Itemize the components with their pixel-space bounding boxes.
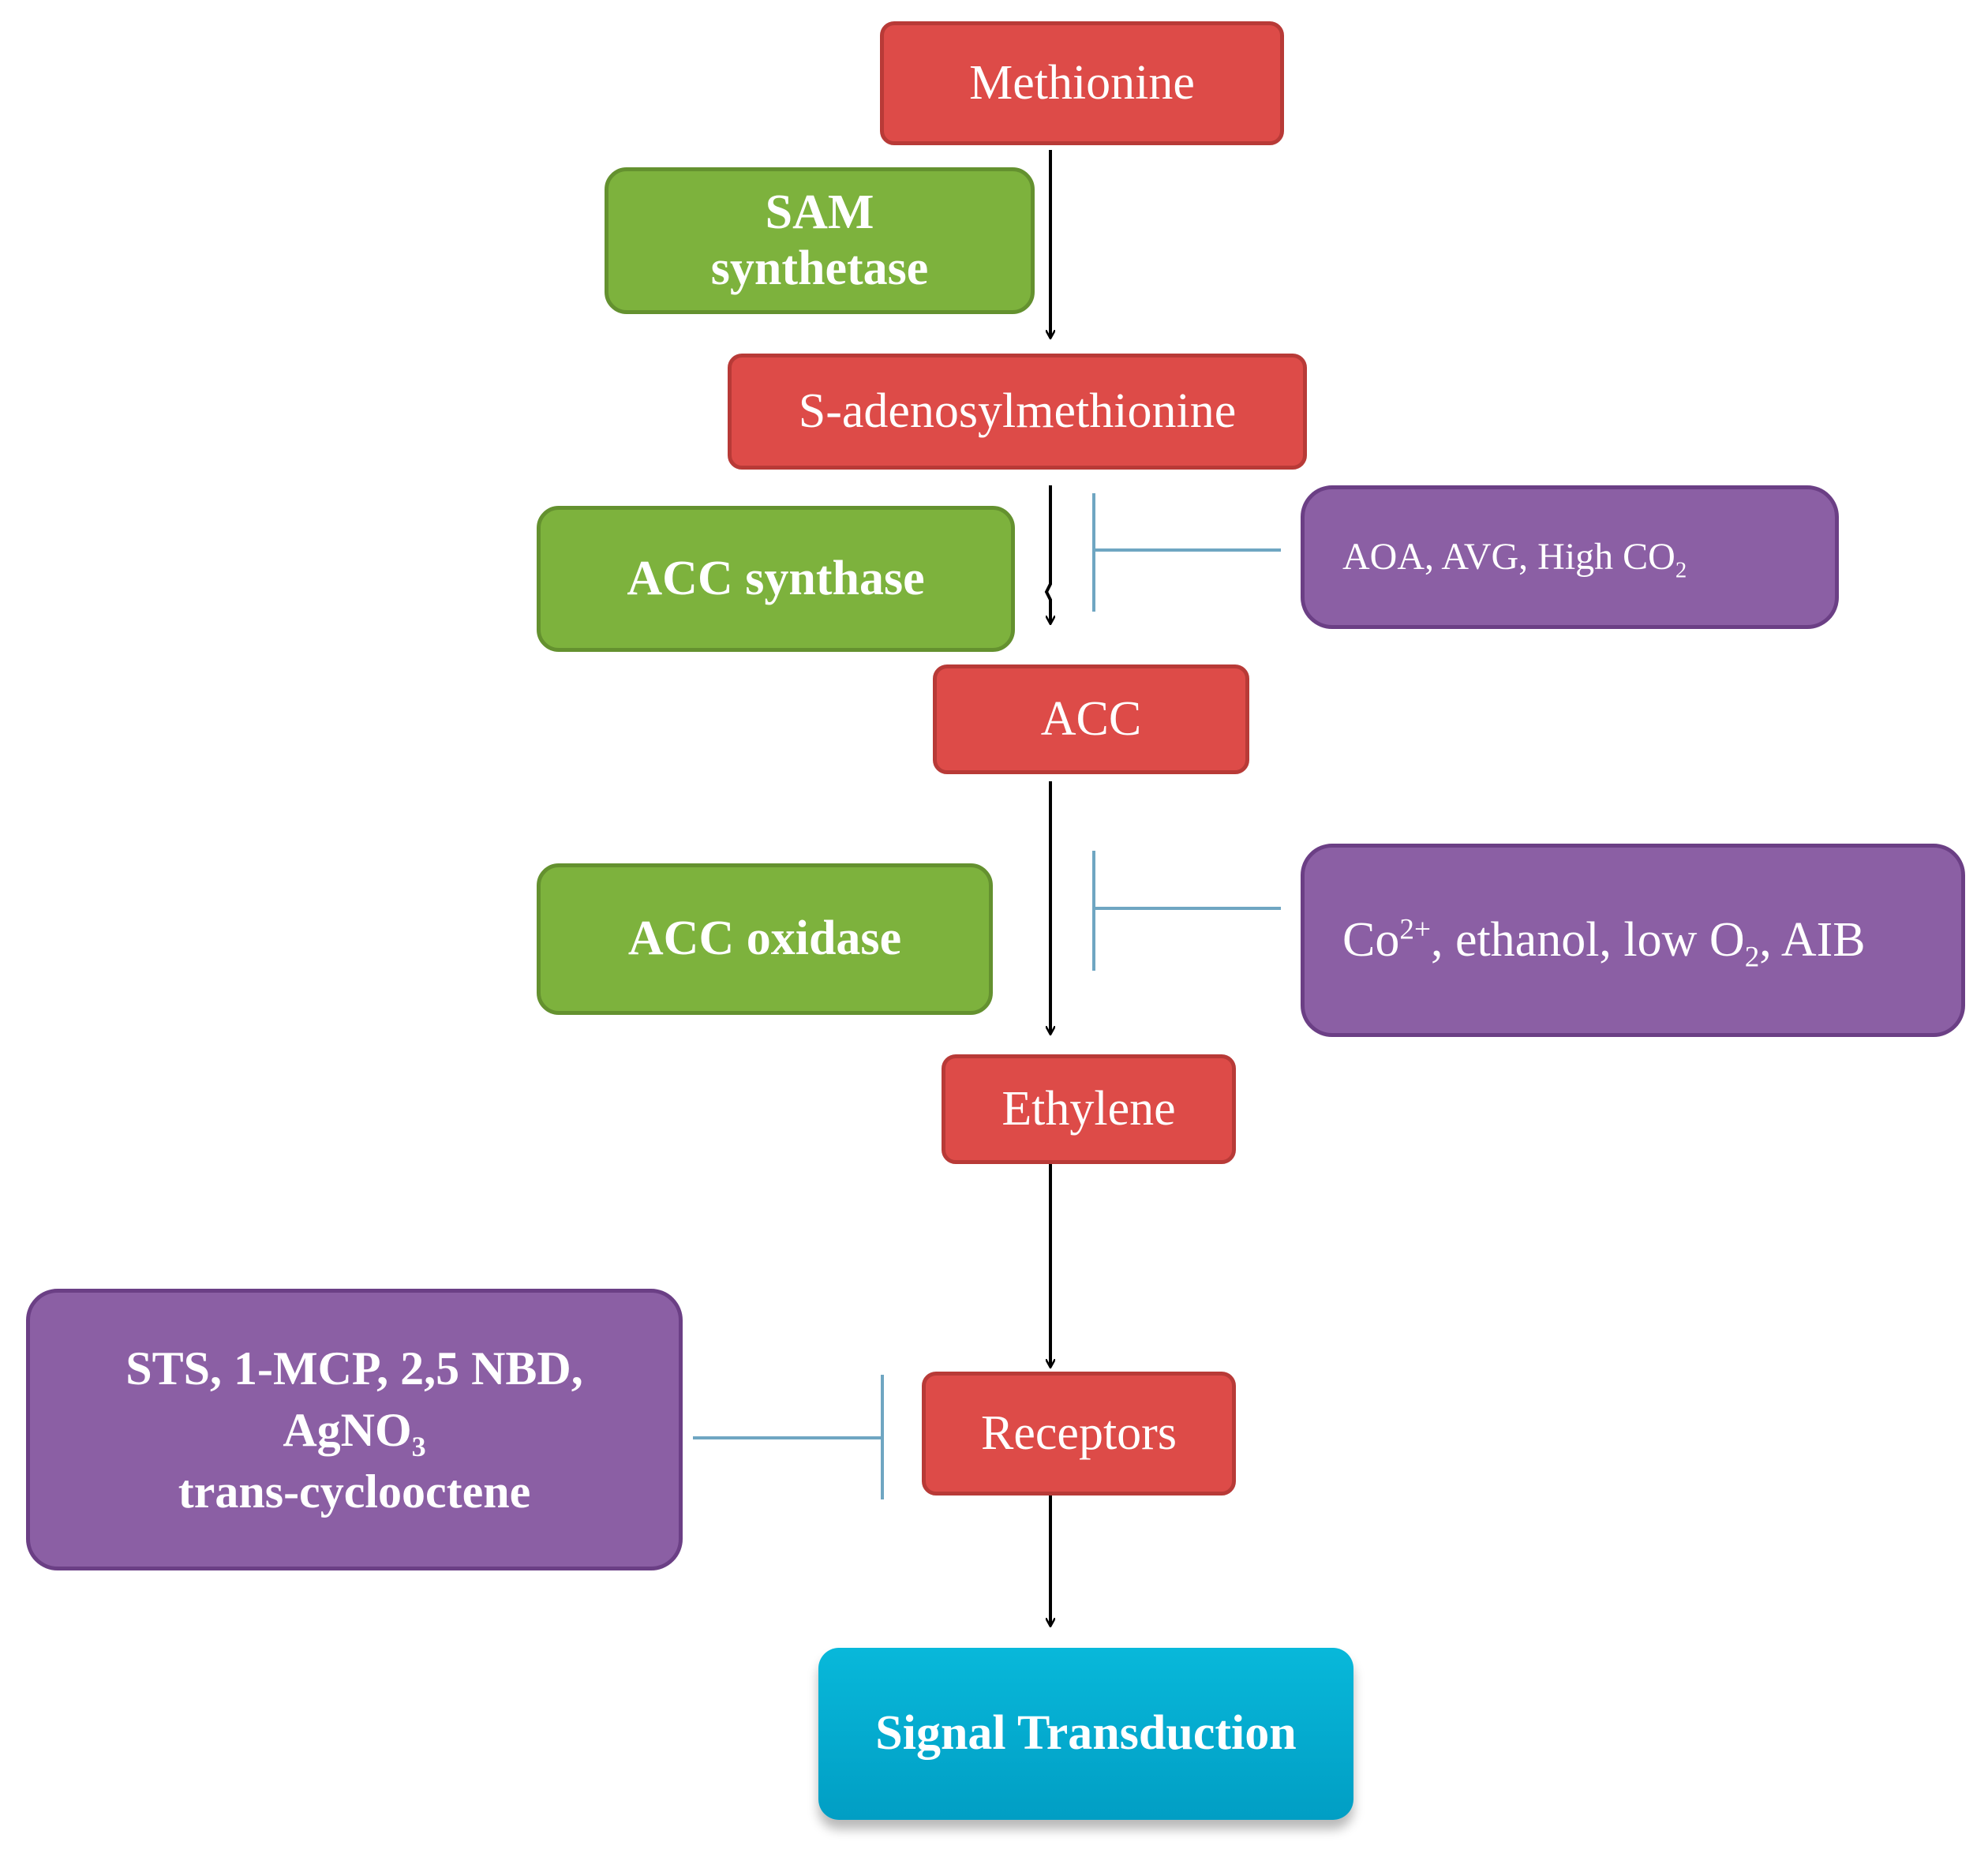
inhibitor-acc-oxidase-box: Co2+, ethanol, low O2, AIB: [1301, 844, 1965, 1037]
inhibition-acc-synthase: [1092, 493, 1281, 612]
enzyme-sam-synthetase-line2: synthetase: [710, 241, 929, 295]
enzyme-sam-synthetase: SAM synthetase: [605, 167, 1035, 314]
inhibitor-receptors-line1: STS, 1-MCP, 2,5 NBD,: [125, 1342, 583, 1394]
arrow-sam-to-acc: [1044, 485, 1050, 623]
enzyme-acc-oxidase: ACC oxidase: [537, 863, 993, 1015]
inhibitor-receptors-box: STS, 1-MCP, 2,5 NBD, AgNO3 trans-cyclooc…: [26, 1289, 683, 1570]
node-acc-label: ACC: [1040, 691, 1142, 746]
inhibition-acc-oxidase: [1092, 851, 1281, 971]
node-ethylene-label: Ethylene: [1001, 1081, 1176, 1136]
node-signal-transduction-label: Signal Transduction: [875, 1706, 1297, 1761]
node-methionine: Methionine: [880, 21, 1284, 145]
node-receptors-label: Receptors: [981, 1406, 1177, 1460]
enzyme-acc-oxidase-label: ACC oxidase: [627, 912, 902, 966]
inhibitor-acc-oxidase-text: Co2+, ethanol, low O2, AIB: [1342, 912, 1866, 974]
node-s-adenosylmethionine: S-adenosylmethionine: [728, 354, 1307, 470]
node-receptors: Receptors: [922, 1372, 1236, 1496]
enzyme-acc-synthase-label: ACC synthase: [627, 551, 925, 605]
node-s-adenosylmethionine-label: S-adenosylmethionine: [798, 384, 1237, 438]
node-signal-transduction: Signal Transduction: [818, 1648, 1353, 1820]
inhibition-receptors: [693, 1375, 884, 1499]
node-ethylene: Ethylene: [942, 1054, 1236, 1164]
inhibitor-acc-synthase-text: AOA, AVG, High CO2: [1342, 536, 1687, 583]
inhibitor-receptors-line3: trans-cyclooctene: [178, 1465, 531, 1518]
enzyme-sam-synthetase-line1: SAM: [765, 185, 874, 239]
node-methionine-label: Methionine: [969, 55, 1195, 110]
inhibitor-acc-synthase-box: AOA, AVG, High CO2: [1301, 485, 1839, 629]
inhibitor-receptors-line2: AgNO3: [283, 1403, 426, 1462]
enzyme-acc-synthase: ACC synthase: [537, 506, 1015, 652]
node-acc: ACC: [933, 664, 1249, 774]
